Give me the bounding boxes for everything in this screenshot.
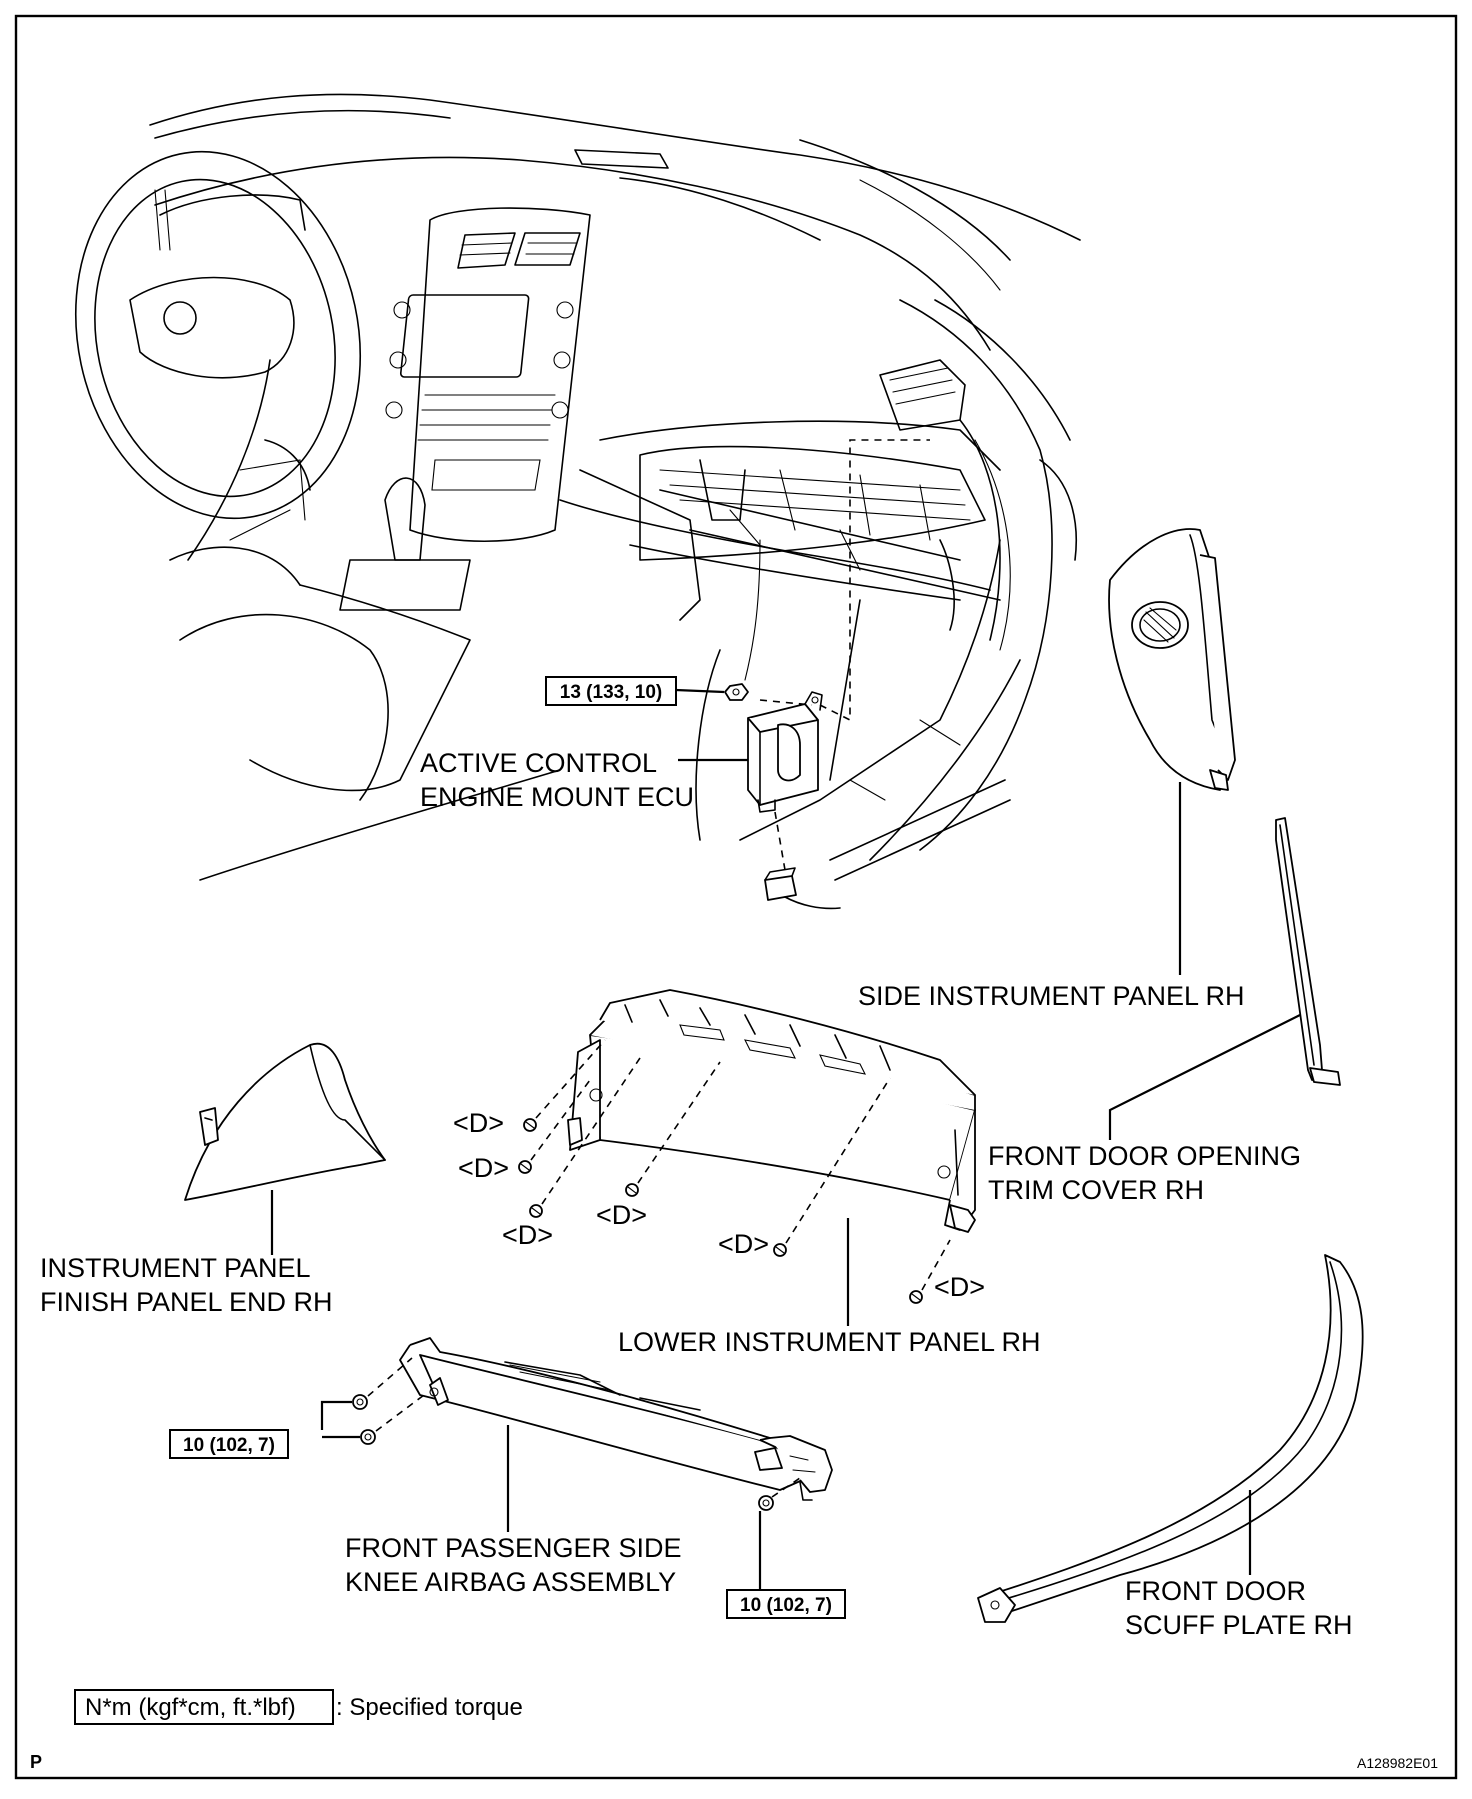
clip-marker-d3: <D> bbox=[502, 1220, 553, 1250]
screw-d5 bbox=[773, 1243, 787, 1257]
clip-marker-d1: <D> bbox=[453, 1108, 504, 1138]
torque-airbag-right-text: 10 (102, 7) bbox=[740, 1595, 832, 1616]
instrument-panel-finish-panel-end-rh bbox=[184, 1042, 386, 1201]
screw-d4 bbox=[625, 1183, 639, 1197]
legend-unit-box: N*m (kgf*cm, ft.*lbf) bbox=[85, 1694, 296, 1721]
clip-marker-d2: <D> bbox=[458, 1153, 509, 1183]
label-side-panel: SIDE INSTRUMENT PANEL RH bbox=[858, 981, 1245, 1011]
knee-airbag-assembly bbox=[399, 1337, 833, 1501]
torque-ecu-nut-text: 13 (133, 10) bbox=[560, 682, 662, 703]
screw-d1 bbox=[523, 1118, 537, 1132]
ecu-mount-guide bbox=[819, 439, 930, 722]
torque-airbag-right: 10 (102, 7) bbox=[726, 1589, 846, 1619]
label-trim-cover-line1: FRONT DOOR OPENING bbox=[988, 1141, 1301, 1171]
airbag-bolt-lower bbox=[360, 1429, 376, 1445]
airbag-bolt-guide-upper bbox=[367, 1357, 413, 1397]
label-ecu-line2: ENGINE MOUNT ECU bbox=[420, 782, 694, 812]
leader-lines bbox=[270, 688, 1301, 1590]
leader-airbag-left-torque bbox=[320, 1400, 360, 1439]
label-lower-panel: LOWER INSTRUMENT PANEL RH bbox=[618, 1327, 1041, 1357]
screw-d2 bbox=[518, 1160, 532, 1174]
label-scuff-plate-line2: SCUFF PLATE RH bbox=[1125, 1610, 1353, 1640]
legend-text: : Specified torque bbox=[336, 1694, 523, 1721]
screw-d6 bbox=[909, 1290, 923, 1304]
airbag-bolts bbox=[352, 1394, 774, 1511]
lower-instrument-panel-rh bbox=[567, 989, 976, 1233]
engine-mount-ecu bbox=[747, 691, 823, 813]
torque-ecu-nut: 13 (133, 10) bbox=[545, 676, 677, 706]
torque-legend: N*m (kgf*cm, ft.*lbf) : Specified torque bbox=[74, 1689, 523, 1725]
ecu-connector bbox=[764, 867, 841, 910]
lower-panel-screws bbox=[518, 1118, 923, 1304]
clip-marker-d6: <D> bbox=[934, 1272, 985, 1302]
side-instrument-panel-rh bbox=[1108, 528, 1236, 791]
airbag-bolt-guide-lower bbox=[375, 1391, 429, 1432]
leader-ecu-nut bbox=[675, 688, 725, 694]
clip-marker-d4: <D> bbox=[596, 1200, 647, 1230]
torque-airbag-left-text: 10 (102, 7) bbox=[183, 1435, 275, 1456]
leader-trim-cover bbox=[1108, 1014, 1301, 1140]
lower-panel-guides bbox=[530, 1039, 951, 1291]
ecu-connector-guide bbox=[774, 811, 786, 871]
outer-border bbox=[14, 14, 1458, 1780]
label-trim-cover-line2: TRIM COVER RH bbox=[988, 1175, 1204, 1205]
label-airbag-line2: KNEE AIRBAG ASSEMBLY bbox=[345, 1567, 676, 1597]
airbag-bolt-upper bbox=[352, 1394, 368, 1410]
label-scuff-plate-line1: FRONT DOOR bbox=[1125, 1576, 1306, 1606]
front-door-opening-trim-cover-rh bbox=[1275, 817, 1341, 1086]
corner-mark-left: P bbox=[30, 1752, 42, 1772]
clip-marker-d5: <D> bbox=[718, 1229, 769, 1259]
airbag-bolt-guide-right bbox=[771, 1477, 801, 1498]
label-ecu-line1: ACTIVE CONTROL bbox=[420, 748, 657, 778]
label-airbag-line1: FRONT PASSENGER SIDE bbox=[345, 1533, 682, 1563]
ecu-nut-guide bbox=[759, 699, 813, 706]
label-finish-panel-line2: FINISH PANEL END RH bbox=[40, 1287, 333, 1317]
figure-code: A128982E01 bbox=[1357, 1755, 1438, 1771]
ecu-nut bbox=[724, 683, 749, 701]
front-door-scuff-plate-rh bbox=[977, 1254, 1364, 1623]
dashboard-illustration bbox=[74, 93, 1081, 881]
label-finish-panel-line1: INSTRUMENT PANEL bbox=[40, 1253, 311, 1283]
screw-d3 bbox=[529, 1204, 543, 1218]
airbag-bolt-right bbox=[758, 1495, 774, 1511]
torque-airbag-left: 10 (102, 7) bbox=[169, 1429, 289, 1459]
